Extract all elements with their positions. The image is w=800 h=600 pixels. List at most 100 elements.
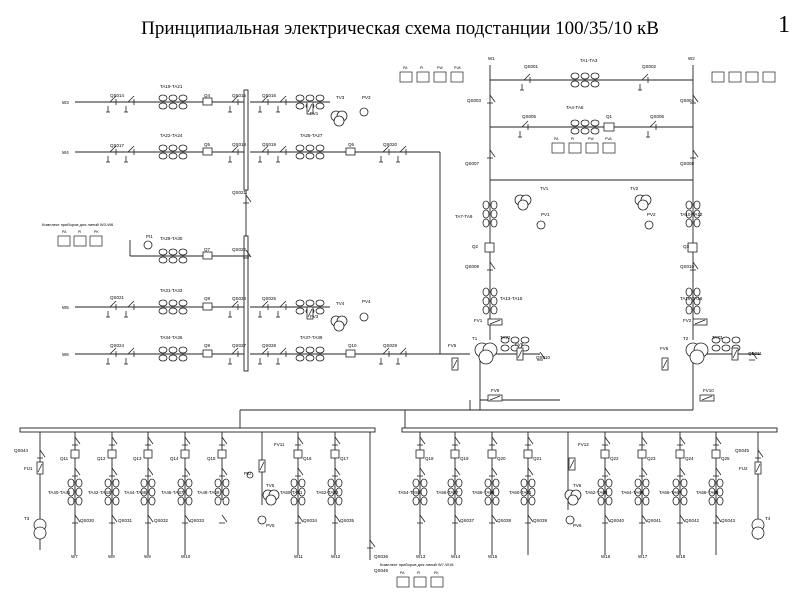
q-label: Q20 [497, 456, 506, 461]
disconnector-symbol [276, 95, 287, 113]
qs-label: QS024 [110, 343, 125, 348]
disconnector-symbol [646, 120, 657, 138]
disconnector-symbol [182, 436, 191, 446]
qs-label: QS045 [735, 448, 750, 453]
current-transformer-symbol [140, 478, 156, 506]
breaker-symbol [202, 302, 213, 311]
pv-label: PV3 [362, 95, 371, 100]
disconnector-symbol [602, 467, 611, 477]
breaker-symbol [330, 449, 340, 459]
fv-label: FV5 [448, 343, 457, 348]
disconnector-symbol [332, 436, 341, 446]
disconnector-symbol [106, 145, 117, 163]
current-transformer-symbol [214, 478, 230, 506]
disconnector-symbol [109, 436, 118, 446]
qs-label: QS020 [383, 142, 398, 147]
ta-label: TA52-TA53 [316, 490, 339, 495]
current-transformer-symbol [711, 336, 741, 352]
q-label: Q9 [204, 343, 211, 348]
breaker-symbol [675, 449, 685, 459]
meter-box [728, 71, 742, 83]
fu-label: FU2 [739, 466, 748, 471]
breaker-symbol [107, 449, 117, 459]
disconnector-symbol [713, 467, 722, 477]
breaker-symbol [603, 122, 615, 132]
disconnector-symbol [713, 436, 722, 446]
feeder-label: W10 [181, 554, 191, 559]
ta-label: TA42-TA43 [88, 490, 111, 495]
q-label: Q25 [721, 456, 730, 461]
qs-label: QS003 [467, 98, 482, 103]
pv-label: PV2 [647, 212, 656, 217]
ta-label: TA73 [712, 335, 723, 340]
ta-label: TA37-TA39 [300, 335, 323, 340]
surge-arrester-symbol [487, 394, 503, 402]
auxiliary-transformer-symbol [33, 526, 47, 540]
disconnector-symbol [276, 347, 287, 365]
disconnector-symbol [106, 300, 117, 318]
breaker-symbol [523, 449, 533, 459]
qs-label: QS041 [647, 518, 662, 523]
voltage-transformer-symbol [514, 194, 532, 211]
surge-arrester-symbol [699, 394, 715, 402]
disconnector-symbol [417, 467, 426, 477]
qs-label: QS006 [650, 114, 665, 119]
q-label: Q15 [207, 456, 216, 461]
current-transformer-symbol [295, 144, 325, 160]
tv-label: TV6 [573, 483, 582, 488]
ta-label: TA46-TA47 [161, 490, 184, 495]
disconnector-symbol [602, 436, 611, 446]
pv-label: PV5 [266, 523, 275, 528]
ta-label: TA68-TA69 [696, 490, 719, 495]
qs-label: QS021 [232, 190, 247, 195]
current-transformer-symbol [158, 144, 188, 160]
meter-box [430, 576, 444, 588]
q-label: Q18 [425, 456, 434, 461]
feeder-label: W8 [108, 554, 115, 559]
line-label-w6: W6 [62, 352, 69, 357]
q-label: Q13 [133, 456, 142, 461]
breaker-symbol [345, 349, 356, 358]
disconnector-symbol [332, 514, 341, 524]
ta-label: TA25-TA27 [300, 133, 323, 138]
q-label: Q14 [170, 456, 179, 461]
current-transformer-symbol [570, 119, 600, 135]
disconnector-symbol [72, 467, 81, 477]
q-label: Q1 [606, 114, 613, 119]
disconnector-symbol [690, 94, 699, 104]
pi-label: PI0 [244, 471, 251, 476]
meter-box [413, 576, 427, 588]
disconnector-symbol [295, 436, 304, 446]
meter-caption: PA [400, 571, 405, 575]
q-label: Q17 [340, 456, 349, 461]
meter-caption: PA [554, 137, 559, 141]
meter-caption: PK [434, 571, 439, 575]
ta-label: TA4-TA6 [566, 105, 584, 110]
meter-box [89, 235, 103, 247]
disconnector-symbol [219, 514, 228, 524]
meter-note: Комплект приборов для линий W3-W6 [42, 222, 114, 227]
disconnector-symbol [396, 145, 407, 163]
ta-label: TA72 [500, 335, 511, 340]
breaker-symbol [202, 97, 213, 106]
q-label: Q7 [204, 247, 211, 252]
pv-label: PV6 [573, 523, 582, 528]
q-label: Q22 [610, 456, 619, 461]
disconnector-symbol [243, 194, 252, 204]
disconnector-symbol [124, 145, 135, 163]
power-transformer-symbol [478, 349, 494, 365]
breaker-symbol [345, 147, 356, 156]
meter-symbol [143, 240, 153, 250]
q-label: Q16 [303, 456, 312, 461]
ta-label: TA56-TA57 [436, 490, 459, 495]
disconnector-symbol [228, 145, 239, 163]
meter-box [399, 71, 413, 83]
qs-label: QS011 [748, 351, 762, 356]
meter-box [450, 71, 464, 83]
disconnector-symbol [487, 94, 496, 104]
ta-label: TA34-TA36 [160, 335, 183, 340]
ta-label: TA58-TA59 [472, 490, 495, 495]
qs-label: QS019 [262, 142, 277, 147]
voltmeter-symbol [644, 220, 654, 230]
